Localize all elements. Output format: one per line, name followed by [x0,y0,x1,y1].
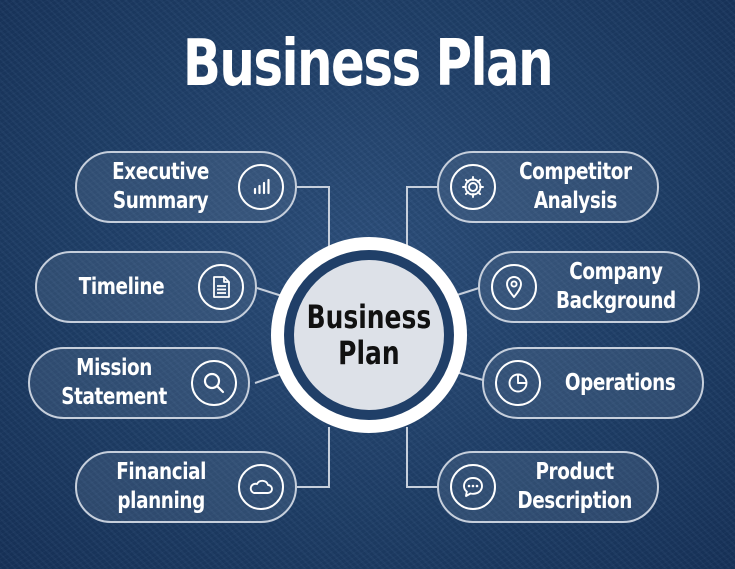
node-executive-summary: Executive Summary [75,151,297,223]
node-company-background: Company Background [478,251,700,323]
node-label: Company Background [556,259,676,314]
node-financial-planning: Financial planning [75,451,297,523]
node-label: Competitor Analysis [518,159,632,214]
center-hub-label: Business Plan [306,298,432,372]
node-operations: Operations [482,347,704,419]
page-title: Business Plan [182,27,554,101]
connector-competitor-analysis [406,186,437,247]
node-mission-statement: Mission Statement [28,347,250,419]
magnifier-icon [191,360,237,406]
chat-bubble-icon [450,464,496,510]
connector-financial-planning [297,427,330,488]
connector-executive-summary [297,186,330,247]
connector-operations [455,371,484,381]
connector-mission-statement [254,373,282,384]
bar-chart-icon [238,164,284,210]
node-label: Timeline [78,273,164,300]
node-label: Executive Summary [112,159,210,214]
document-icon [198,264,244,310]
gear-icon [450,164,496,210]
node-label: Operations [564,369,676,396]
node-label: Product Description [517,459,633,514]
pie-chart-icon [495,360,541,406]
node-product-description: Product Description [437,451,659,523]
node-label: Mission Statement [61,355,167,410]
node-label: Financial planning [116,459,206,514]
location-pin-icon [491,264,537,310]
node-timeline: Timeline [35,251,257,323]
node-competitor-analysis: Competitor Analysis [437,151,659,223]
cloud-icon [238,464,284,510]
connector-timeline [256,287,283,297]
connector-product-description [406,427,437,488]
center-hub: Business Plan [271,237,467,433]
